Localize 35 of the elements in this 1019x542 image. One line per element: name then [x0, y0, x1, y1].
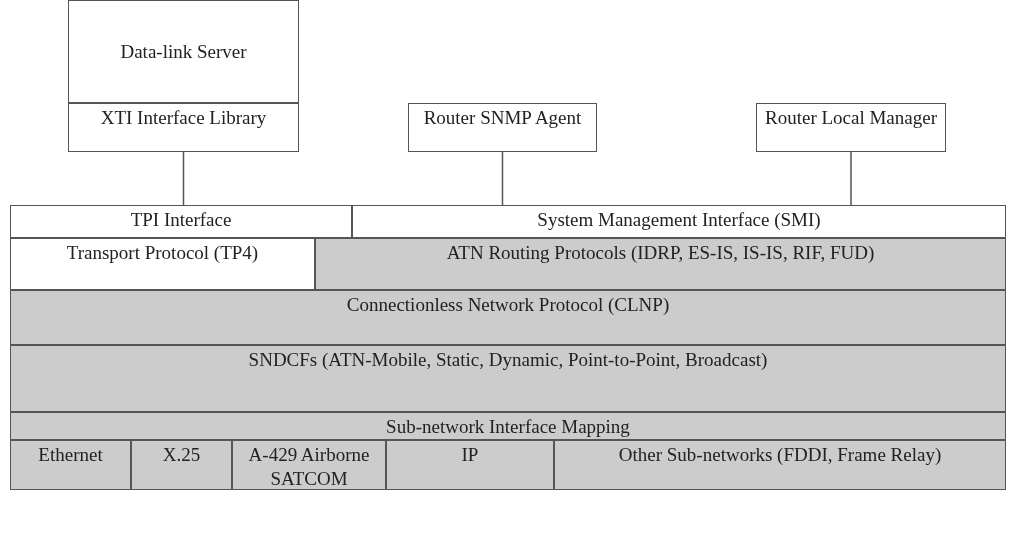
box-label: SNDCFs (ATN-Mobile, Static, Dynamic, Point-to-Point, Broadcast) — [248, 348, 768, 372]
layer-box — [408, 103, 597, 152]
layer-box — [352, 205, 1006, 238]
layer-box — [10, 412, 1006, 440]
box-label: Data-link Server — [120, 39, 247, 64]
layer-box — [10, 290, 1006, 345]
connector-line — [182, 151, 185, 206]
layer-box — [10, 238, 315, 290]
layer-box — [10, 440, 131, 490]
box-label: Router Local Manager — [765, 106, 937, 130]
layer-box — [232, 440, 386, 490]
box-label: IP — [461, 443, 479, 467]
layer-box — [554, 440, 1006, 490]
layer-box — [10, 345, 1006, 412]
box-label: Other Sub-networks (FDDI, Frame Relay) — [618, 443, 942, 467]
box-label: TPI Interface — [130, 208, 232, 232]
layer-box — [68, 103, 299, 152]
box-label: Ethernet — [38, 443, 103, 467]
box-label: X.25 — [162, 443, 201, 467]
box-label: Transport Protocol (TP4) — [66, 241, 259, 265]
box-label: A-429 Airborne SATCOM — [247, 443, 371, 491]
box-label: ATN Routing Protocols (IDRP, ES-IS, IS-IS, RIF, FUD) — [446, 241, 875, 265]
box-label: XTI Interface Library — [100, 106, 267, 130]
layer-box — [131, 440, 232, 490]
box-label: Router SNMP Agent — [423, 106, 582, 130]
layer-box — [10, 205, 352, 238]
connector-line — [850, 151, 852, 206]
layer-box — [68, 0, 299, 103]
box-label: Connectionless Network Protocol (CLNP) — [346, 293, 670, 317]
layer-box — [386, 440, 554, 490]
box-label: Sub-network Interface Mapping — [386, 415, 630, 439]
layer-box — [756, 103, 946, 152]
box-label: System Management Interface (SMI) — [537, 208, 821, 232]
layer-box — [315, 238, 1006, 290]
connector-line — [501, 151, 504, 206]
